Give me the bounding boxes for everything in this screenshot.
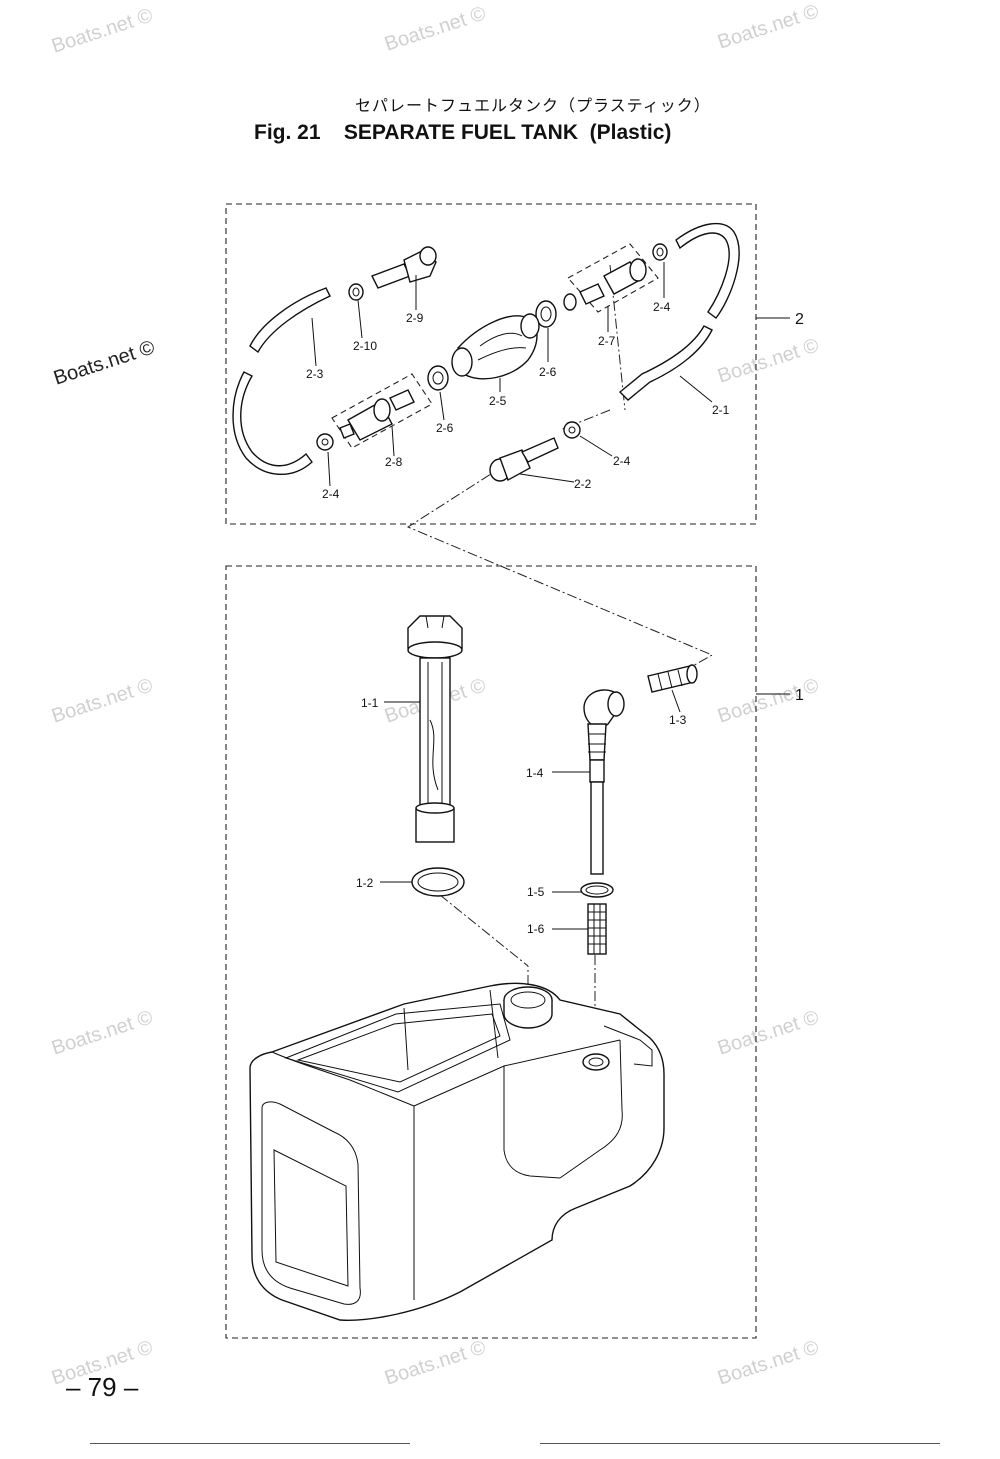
pickup-tube-1-4 <box>583 689 625 875</box>
filter-1-6 <box>587 903 607 955</box>
title-japanese: セパレートフュエルタンク（プラスティック） <box>355 96 711 115</box>
callout-1-2: 1-2 <box>356 876 374 890</box>
hose-2-1 <box>675 222 740 319</box>
callout-2-4: 2-4 <box>613 454 631 468</box>
connector-2-9 <box>371 246 437 289</box>
page-number: – 79 – <box>66 1372 139 1402</box>
valve-2-8 <box>339 389 415 441</box>
primer-bulb-2-5 <box>451 313 540 380</box>
clamp-2-4 <box>652 243 668 261</box>
callout-2-6: 2-6 <box>436 421 454 435</box>
callout-2-1: 2-1 <box>712 403 730 417</box>
callout-2-8: 2-8 <box>385 455 403 469</box>
callout-1-3: 1-3 <box>669 713 687 727</box>
hose-2-3 <box>249 287 331 354</box>
connector-2-2 <box>489 437 559 482</box>
fig-label: Fig. 21 <box>254 121 321 144</box>
o-ring-1-5 <box>580 882 614 898</box>
fuel-gauge-1-1 <box>407 615 463 843</box>
gasket-1-2 <box>411 867 465 897</box>
callout-1-6: 1-6 <box>527 922 545 936</box>
valve-2-7 <box>563 258 647 311</box>
scan-rule <box>540 1443 940 1444</box>
clamp-2-10 <box>348 283 364 301</box>
page-title: Fig. 21 SEPARATE FUEL TANK (Plastic) <box>254 121 671 145</box>
callout-2: 2 <box>795 311 804 328</box>
callout-1-4: 1-4 <box>526 766 544 780</box>
clamp-2-4 <box>563 421 581 439</box>
callout-2-4: 2-4 <box>653 300 671 314</box>
callout-2-2: 2-2 <box>574 477 592 491</box>
scan-rule <box>90 1443 410 1444</box>
group-2-box <box>225 203 757 525</box>
fig-title-variant: (Plastic) <box>589 121 672 144</box>
callout-2-9: 2-9 <box>406 311 424 325</box>
callout-2-10: 2-10 <box>353 339 377 353</box>
callout-2-7: 2-7 <box>598 334 616 348</box>
nipple-1-3 <box>647 664 698 693</box>
group-1-box <box>225 565 757 1339</box>
callout-2-3: 2-3 <box>306 367 324 381</box>
clamp-2-4 <box>316 433 334 451</box>
fig-title: SEPARATE FUEL TANK <box>343 121 578 144</box>
callout-2-5: 2-5 <box>489 394 507 408</box>
callout-2-6: 2-6 <box>539 365 557 379</box>
callout-2-4: 2-4 <box>322 487 340 501</box>
callout-1-1: 1-1 <box>361 696 379 710</box>
callout-1-5: 1-5 <box>527 885 545 899</box>
ring-2-6 <box>535 300 557 328</box>
fuel-tank <box>249 982 665 1321</box>
ring-2-6 <box>427 365 449 391</box>
callout-1: 1 <box>795 687 804 704</box>
